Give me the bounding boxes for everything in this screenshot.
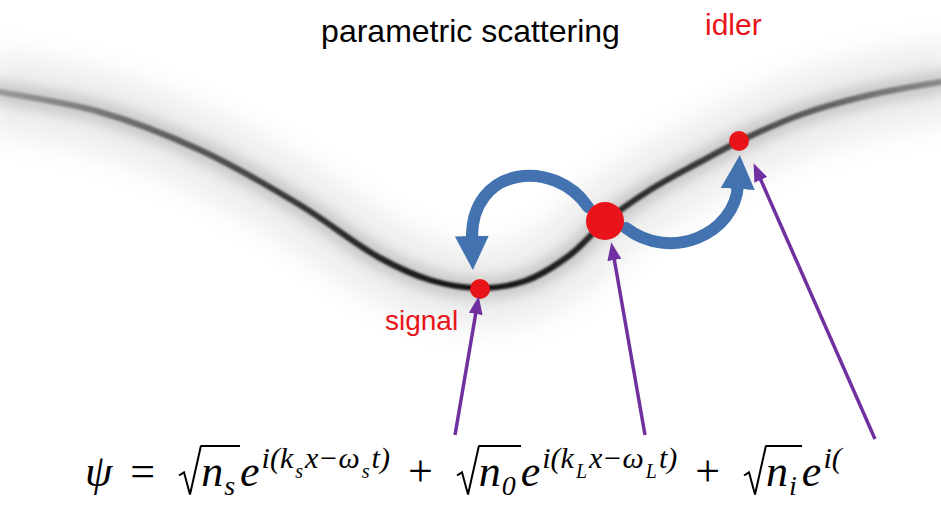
radical-sign	[455, 445, 479, 498]
pump-dot	[586, 202, 624, 240]
radical-overline: ns	[201, 445, 240, 498]
dispersion-line	[0, 80, 941, 288]
formula-part: s	[295, 447, 305, 498]
formula-symbol: i(	[823, 441, 841, 476]
formula-symbol: s	[224, 470, 235, 502]
formula-symbol: t)	[659, 441, 677, 476]
radical-group: n0	[455, 445, 521, 498]
formula-part: x−ω	[589, 447, 646, 498]
diagram-title: parametric scattering	[0, 12, 941, 50]
signal-dot	[470, 279, 490, 299]
radical-group: ns	[177, 445, 240, 498]
formula-symbol: s	[295, 460, 303, 483]
radical-group: ni	[742, 445, 802, 498]
formula-part: =	[114, 447, 171, 498]
formula-symbol: +	[408, 447, 433, 498]
curve-halo	[0, 80, 941, 288]
formula-part: s	[362, 447, 372, 498]
radical-stroke	[179, 446, 201, 495]
formula-part: t)	[659, 447, 679, 498]
radical-sign	[742, 445, 766, 498]
formula-part: +	[679, 447, 736, 498]
curve-halo	[0, 80, 941, 288]
formula-part: L	[576, 447, 589, 498]
formula-symbol: n	[479, 447, 501, 498]
radical-sign	[177, 445, 201, 498]
formula-part: e	[240, 447, 262, 498]
formula-symbol: L	[646, 460, 657, 483]
formula-symbol: L	[576, 460, 587, 483]
formula-part: t)	[372, 447, 392, 498]
formula-symbol: 0	[502, 470, 516, 502]
formula-symbol: i(k	[262, 441, 294, 476]
formula-symbol: e	[240, 447, 260, 498]
formula-symbol: n	[766, 447, 788, 498]
wavefunction-formula: ψ=nsei(ksx−ωst)+n0ei(kLx−ωLt)+niei(	[85, 445, 844, 498]
radical-overline: ni	[766, 445, 802, 498]
formula-symbol: s	[362, 460, 370, 483]
pointer-arrow	[760, 178, 875, 439]
formula-symbol: ψ	[85, 447, 112, 498]
formula-symbol: n	[201, 447, 223, 498]
scattering-arrow	[472, 176, 588, 240]
formula-part: i(k	[542, 447, 576, 498]
formula-symbol: i(k	[542, 441, 574, 476]
pointer-arrow	[614, 258, 645, 435]
formula-part: i(	[823, 447, 843, 498]
scattering-arrow	[626, 185, 738, 243]
formula-symbol: x−ω	[305, 441, 360, 476]
formula-symbol: +	[695, 447, 720, 498]
formula-symbol: e	[521, 447, 541, 498]
formula-symbol: =	[130, 447, 155, 498]
formula-symbol: x−ω	[589, 441, 644, 476]
formula-symbol: t)	[372, 441, 390, 476]
dispersion-curve	[0, 80, 941, 288]
formula-symbol: i	[789, 470, 797, 502]
signal-label: signal	[385, 305, 458, 337]
formula-part: e	[802, 447, 824, 498]
radical-overline: n0	[479, 445, 521, 498]
formula-part: e	[521, 447, 543, 498]
formula-symbol: e	[802, 447, 822, 498]
formula-part: x−ω	[305, 447, 362, 498]
radical-stroke	[744, 446, 766, 495]
idler-dot	[729, 131, 749, 151]
formula-part: L	[646, 447, 659, 498]
radical-stroke	[457, 446, 479, 495]
idler-label: idler	[705, 8, 762, 43]
formula-part: ψ	[85, 447, 114, 498]
formula-part: i(k	[262, 447, 296, 498]
formula-part: +	[392, 447, 449, 498]
